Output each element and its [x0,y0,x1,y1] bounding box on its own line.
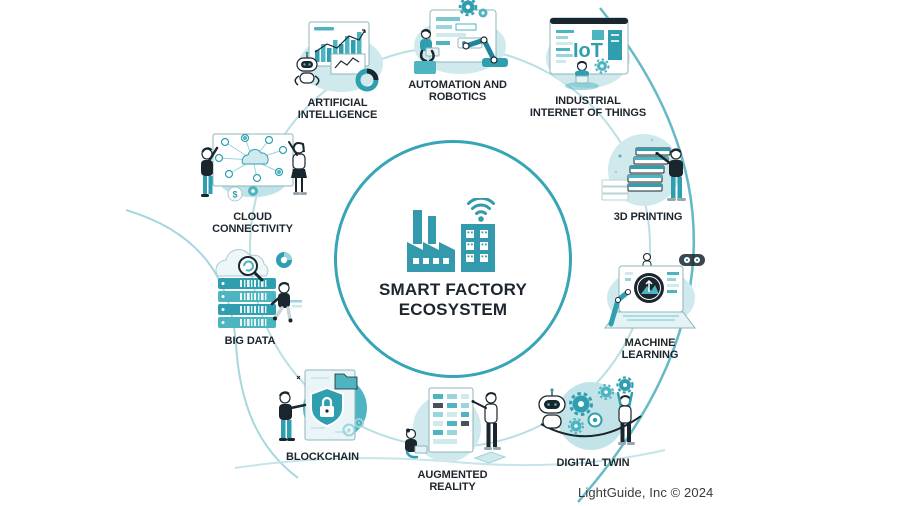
node-label: ARTIFICIAL INTELLIGENCE [297,97,378,122]
node-label: INDUSTRIAL INTERNET OF THINGS [529,95,647,120]
blockchain-icon [278,369,367,441]
node-label: BIG DATA [224,335,276,347]
node-big-data: BIG DATA [185,248,315,347]
right-swoosh-line [577,7,696,503]
bottom-wave-line [234,449,666,469]
node-industrial-internet-of-things: IoT INDUSTRIAL INTERNET OF THINGS [513,12,663,120]
industrial-internet-of-things-icon: IoT [546,17,630,90]
svg-text:IoT: IoT [573,40,603,62]
augmented-reality-icon [404,387,506,464]
node-machine-learning: MACHINE LEARNING [585,252,715,362]
node-blockchain: BLOCKCHAIN [255,364,390,463]
node-cloud-connectivity: $ CLOUD CONNECTIVITY [185,124,320,236]
diagram-title-line1: SMART FACTORY [378,280,528,300]
node-label: 3D PRINTING [613,211,683,223]
node-artificial-intelligence: ARTIFICIAL INTELLIGENCE [270,18,405,122]
factory-wifi-icon [407,198,495,273]
node-label: MACHINE LEARNING [621,337,679,362]
center-hub: SMART FACTORY ECOSYSTEM [334,140,572,378]
machine-learning-icon [604,252,705,329]
svg-text:$: $ [232,190,237,200]
big-data-icon [215,249,302,328]
3d-printing-icon [601,134,686,206]
left-swoosh-line [125,209,299,479]
digital-twin-icon [538,376,642,450]
cloud-connectivity-icon: $ [200,133,307,202]
node-augmented-reality: AUGMENTED REALITY [385,384,520,494]
node-3d-printing: 3D PRINTING [583,128,713,223]
diagram-title-line2: ECOSYSTEM [398,300,508,319]
node-automation-robotics: AUTOMATION AND ROBOTICS [385,0,530,104]
diagram-title: SMART FACTORY ECOSYSTEM [379,280,527,319]
automation-robotics-icon [413,0,508,74]
node-label: DIGITAL TWIN [556,457,630,469]
node-label: CLOUD CONNECTIVITY [212,211,293,236]
node-label: AUTOMATION AND ROBOTICS [408,79,507,104]
node-digital-twin: DIGITAL TWIN [523,374,663,469]
copyright-text: LightGuide, Inc © 2024 [578,485,714,500]
node-label: AUGMENTED REALITY [417,469,488,494]
node-label: BLOCKCHAIN [286,451,359,463]
artificial-intelligence-icon [294,21,383,92]
